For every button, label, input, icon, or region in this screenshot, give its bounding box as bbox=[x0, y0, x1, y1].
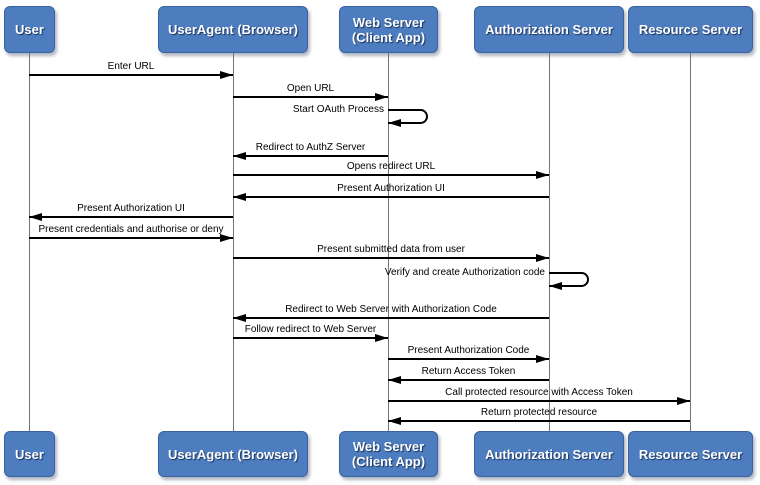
message-arrowhead-12 bbox=[536, 355, 549, 363]
message-arrowhead-2 bbox=[388, 119, 401, 127]
self-message-label-2: Start OAuth Process bbox=[292, 104, 384, 115]
lifeline-webserver bbox=[388, 53, 389, 432]
message-arrowhead-0 bbox=[220, 71, 233, 79]
message-line-6 bbox=[29, 216, 233, 218]
message-label-7: Present credentials and authorise or den… bbox=[38, 224, 224, 235]
message-line-0 bbox=[29, 74, 233, 76]
message-label-14: Call protected resource with Access Toke… bbox=[445, 387, 633, 398]
message-line-15 bbox=[388, 420, 690, 422]
message-arrowhead-8 bbox=[536, 254, 549, 262]
actor-label: Authorization Server bbox=[485, 446, 613, 462]
lifeline-authserver bbox=[549, 53, 550, 432]
message-label-4: Opens redirect URL bbox=[346, 161, 436, 172]
message-line-14 bbox=[388, 400, 690, 402]
message-arrowhead-4 bbox=[536, 171, 549, 179]
message-line-13 bbox=[388, 379, 549, 381]
actor-box-webserver-bottom: Web Server(Client App) bbox=[339, 431, 438, 477]
message-line-11 bbox=[233, 337, 388, 339]
message-arrowhead-1 bbox=[375, 93, 388, 101]
message-label-10: Redirect to Web Server with Authorizatio… bbox=[285, 304, 497, 315]
actor-box-webserver-top: Web Server(Client App) bbox=[339, 6, 438, 53]
message-line-1 bbox=[233, 96, 388, 98]
actor-box-useragent-bottom: UserAgent (Browser) bbox=[158, 431, 308, 477]
message-line-5 bbox=[233, 196, 549, 198]
message-label-3: Redirect to AuthZ Server bbox=[255, 142, 366, 153]
message-label-11: Follow redirect to Web Server bbox=[244, 324, 377, 335]
message-arrowhead-3 bbox=[233, 152, 246, 160]
actor-label: Resource Server bbox=[638, 446, 743, 462]
actor-label: Authorization Server bbox=[485, 22, 613, 37]
actor-box-authserver-bottom: Authorization Server bbox=[474, 431, 624, 477]
self-message-label-9: Verify and create Authorization code bbox=[384, 267, 545, 278]
actor-label: UserAgent (Browser) bbox=[167, 446, 299, 462]
message-label-0: Enter URL bbox=[107, 61, 155, 72]
message-arrowhead-7 bbox=[220, 234, 233, 242]
actor-label: User bbox=[15, 22, 44, 37]
actor-box-resourceserver-bottom: Resource Server bbox=[628, 431, 753, 477]
message-line-3 bbox=[233, 155, 388, 157]
message-arrowhead-9 bbox=[549, 282, 562, 290]
actor-label: User bbox=[15, 446, 44, 462]
lifeline-resourceserver bbox=[690, 53, 691, 432]
message-label-6: Present Authorization UI bbox=[77, 203, 185, 214]
actor-box-user-top: User bbox=[4, 6, 55, 53]
actor-label: UserAgent (Browser) bbox=[167, 22, 299, 37]
actor-label: Web Server bbox=[352, 439, 425, 454]
message-label-1: Open URL bbox=[286, 83, 335, 94]
actor-label: Resource Server bbox=[638, 22, 743, 37]
message-label-13: Return Access Token bbox=[421, 366, 516, 377]
message-arrowhead-6 bbox=[29, 213, 42, 221]
message-line-4 bbox=[233, 174, 549, 176]
message-line-10 bbox=[233, 317, 549, 319]
message-label-5: Present Authorization UI bbox=[337, 183, 445, 194]
actor-label: Web Server bbox=[352, 14, 425, 30]
actor-box-resourceserver-top: Resource Server bbox=[628, 6, 753, 53]
message-arrowhead-13 bbox=[388, 376, 401, 384]
message-arrowhead-11 bbox=[375, 334, 388, 342]
message-label-8: Present submitted data from user bbox=[317, 244, 465, 255]
lifeline-user bbox=[29, 53, 30, 432]
message-label-15: Return protected resource bbox=[480, 407, 598, 418]
message-arrowhead-14 bbox=[677, 397, 690, 405]
message-arrowhead-15 bbox=[388, 417, 401, 425]
actor-label: (Client App) bbox=[351, 29, 426, 45]
lifeline-useragent bbox=[233, 53, 234, 432]
actor-box-user-bottom: User bbox=[4, 431, 55, 477]
message-line-8 bbox=[233, 257, 549, 259]
message-line-12 bbox=[388, 358, 549, 360]
actor-box-useragent-top: UserAgent (Browser) bbox=[158, 6, 308, 53]
self-message-loop-9 bbox=[549, 272, 589, 287]
actor-label: (Client App) bbox=[351, 454, 426, 469]
message-arrowhead-5 bbox=[233, 193, 246, 201]
self-message-loop-2 bbox=[388, 109, 428, 124]
message-line-7 bbox=[29, 237, 233, 239]
message-label-12: Present Authorization Code bbox=[407, 345, 530, 356]
actor-box-authserver-top: Authorization Server bbox=[474, 6, 624, 53]
message-arrowhead-10 bbox=[233, 314, 246, 322]
